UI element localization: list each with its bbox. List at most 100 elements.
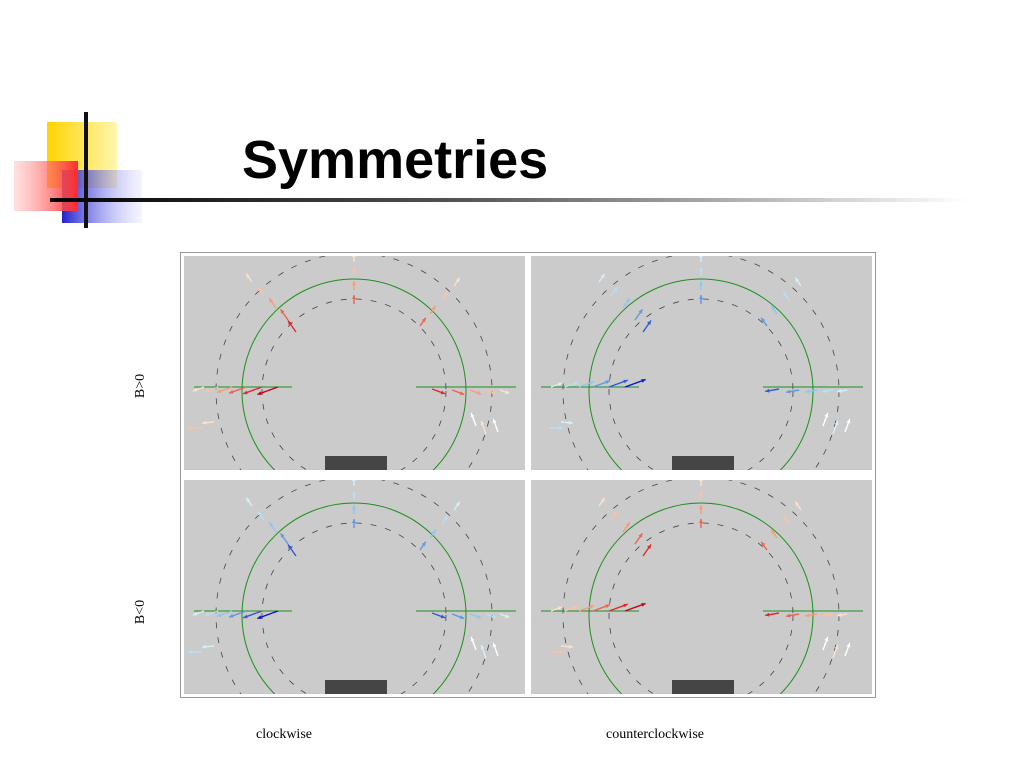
flow-arrow (832, 644, 839, 659)
title-decoration (14, 112, 970, 228)
flow-arrow (257, 286, 265, 297)
flow-arrow (470, 636, 477, 651)
flow-arrow (699, 519, 703, 528)
flow-arrow (352, 480, 356, 486)
flow-arrow (279, 308, 289, 321)
inner-dashed-circle (261, 298, 447, 470)
flow-arrow (216, 610, 233, 618)
flow-arrow (560, 420, 574, 425)
flow-arrow (805, 389, 818, 394)
flow-arrow (624, 602, 646, 612)
panel-top-left (184, 256, 525, 470)
flow-arrow (560, 644, 574, 649)
flow-arrow (837, 389, 848, 393)
flow-arrow (564, 605, 579, 612)
flow-arrow (431, 388, 446, 395)
flow-arrow (192, 610, 205, 616)
flow-arrow (499, 389, 510, 395)
flow-arrow (822, 412, 829, 427)
flow-arrow (257, 386, 279, 396)
flow-arrow (786, 389, 800, 394)
flow-arrow (453, 501, 461, 511)
flow-arrow (610, 286, 618, 297)
flow-arrow (634, 308, 644, 321)
flow-arrow (699, 267, 703, 276)
flow-arrow (608, 379, 629, 388)
flow-arrow (352, 281, 356, 290)
flow-arrow (216, 386, 233, 394)
flow-arrow (492, 642, 499, 657)
row-label-b-negative: B<0 (133, 599, 148, 625)
flow-arrow (201, 644, 215, 649)
flow-arrow (770, 529, 778, 539)
flow-arrow (822, 613, 834, 618)
flow-arrow (794, 277, 802, 287)
flow-arrow (642, 544, 652, 557)
flow-arrow (287, 544, 297, 557)
flow-arrow (699, 505, 703, 514)
flow-arrow (188, 426, 202, 430)
flow-arrow (352, 505, 356, 514)
target-block (325, 680, 387, 694)
flow-arrow (805, 613, 818, 618)
flow-arrow (822, 636, 829, 651)
flow-arrow (822, 389, 834, 394)
flow-arrow (550, 606, 563, 612)
target-block (672, 456, 734, 470)
flow-arrow (622, 297, 631, 309)
flow-arrow (642, 320, 652, 333)
flow-arrow (844, 642, 851, 657)
panel-bottom-right (531, 480, 872, 694)
panel-background (184, 480, 525, 694)
flow-arrow (419, 317, 427, 327)
panel-background (531, 256, 872, 470)
flow-arrow (765, 388, 780, 393)
flow-arrow (453, 277, 461, 287)
panel-background (531, 480, 872, 694)
flow-arrow (844, 418, 851, 433)
flow-arrow (429, 529, 437, 539)
panel-background (184, 256, 525, 470)
flow-arrow (242, 610, 263, 619)
flow-arrow (499, 613, 510, 619)
flow-arrow (765, 612, 780, 617)
flow-arrow (760, 541, 768, 551)
flow-arrow (431, 612, 446, 619)
flow-arrow (770, 305, 778, 315)
flow-arrow (610, 510, 618, 521)
flow-arrow (429, 305, 437, 315)
outer-dashed-circle (215, 480, 493, 694)
flow-arrow (268, 521, 277, 533)
row-label-b-positive: B>0 (133, 373, 148, 399)
symmetry-figure (180, 252, 876, 698)
flow-arrow (699, 480, 703, 486)
flow-arrow (480, 420, 487, 435)
detector-circle (241, 278, 467, 470)
flow-arrow (794, 501, 802, 511)
flow-arrow (598, 497, 606, 507)
flow-arrow (441, 515, 449, 525)
flow-arrow (352, 256, 356, 262)
flow-arrow (352, 519, 356, 528)
column-label-counterclockwise: counterclockwise (606, 727, 704, 742)
flow-arrow (608, 603, 629, 612)
flow-arrow (786, 613, 800, 618)
flow-arrow (242, 386, 263, 395)
target-block (672, 680, 734, 694)
flow-arrow (480, 644, 487, 659)
flow-arrow (492, 418, 499, 433)
flow-arrow (245, 497, 253, 507)
flow-arrow (204, 610, 219, 617)
column-label-clockwise: clockwise (256, 727, 312, 742)
flow-arrow (485, 389, 497, 395)
flow-arrow (279, 532, 289, 545)
flow-arrow (699, 491, 703, 500)
flow-arrow (204, 386, 219, 393)
flow-arrow (228, 610, 247, 618)
flow-arrow (451, 389, 465, 396)
detector-circle (241, 502, 467, 694)
flow-arrow (257, 610, 279, 620)
vertical-bar (84, 112, 88, 228)
flow-arrow (624, 378, 646, 388)
flow-arrow (352, 267, 356, 276)
